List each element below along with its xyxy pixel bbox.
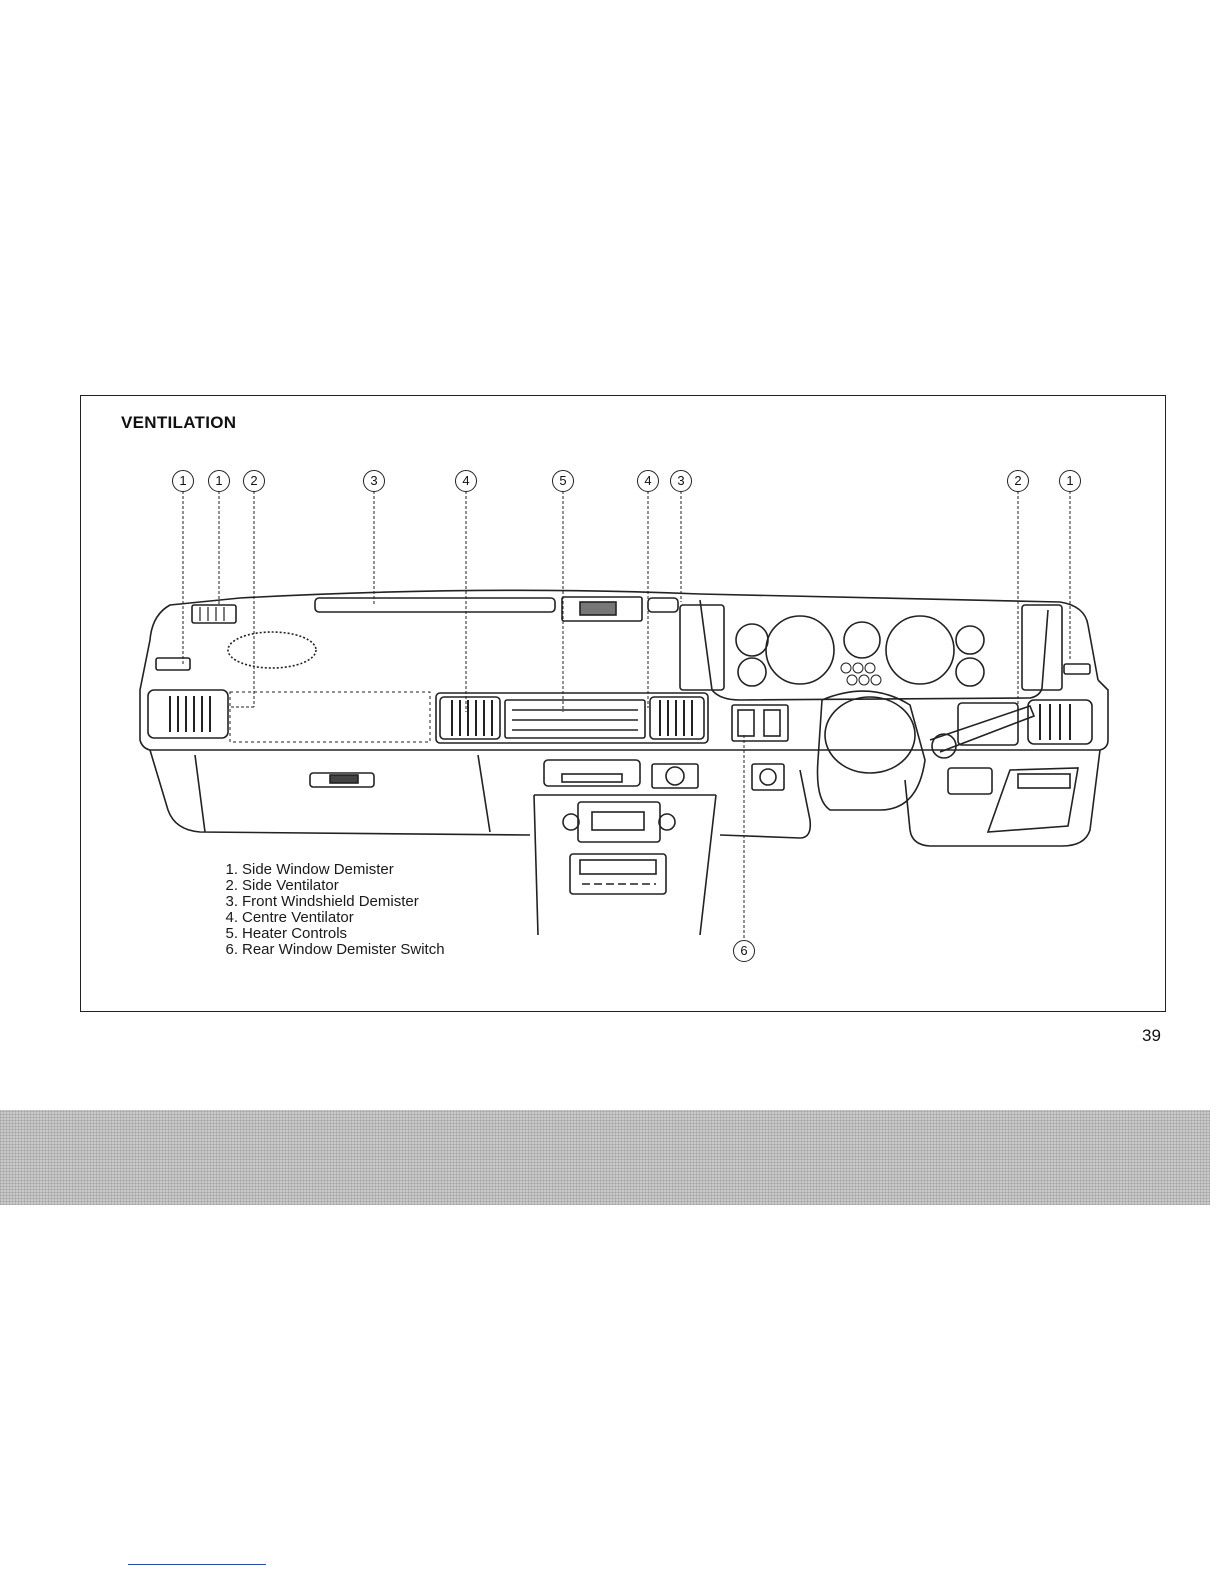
callout-4: 4 [455, 470, 477, 492]
dash-top [150, 590, 1098, 680]
ignition-panel [958, 703, 1018, 745]
side-demister-left-lower [156, 658, 190, 670]
centre-console [534, 795, 716, 935]
scan-artifact-band [0, 1110, 1210, 1205]
callout-6: 6 [733, 940, 755, 962]
parcel-tray-right [988, 768, 1078, 832]
legend-item: 4.Centre Ventilator [214, 910, 445, 926]
hazard-switch [752, 764, 784, 790]
windshield-demister-right [648, 598, 678, 612]
legend-label: Side Window Demister [242, 862, 394, 878]
legend-label: Front Windshield Demister [242, 894, 419, 910]
callout-1: 1 [208, 470, 230, 492]
switch-bank-right [1022, 605, 1062, 690]
legend-item: 2.Side Ventilator [214, 878, 445, 894]
callout-2: 2 [243, 470, 265, 492]
side-demister-right [1064, 664, 1090, 674]
heater-controls [505, 700, 645, 738]
fuse-box-cover [948, 768, 992, 794]
callout-4: 4 [637, 470, 659, 492]
legend-label: Heater Controls [242, 926, 347, 942]
gauge-speedo [766, 616, 834, 684]
dash-lower [150, 750, 530, 835]
legend-item: 1.Side Window Demister [214, 862, 445, 878]
legend-item: 6.Rear Window Demister Switch [214, 942, 445, 958]
callout-1: 1 [1059, 470, 1081, 492]
legend-list: 1.Side Window Demister 2.Side Ventilator… [214, 862, 445, 958]
footer-rule [128, 1564, 266, 1565]
gauge-small-5 [956, 658, 984, 686]
callout-2: 2 [1007, 470, 1029, 492]
side-demister-left-top [192, 605, 236, 623]
page-number: 39 [1142, 1026, 1161, 1046]
radio [578, 802, 660, 842]
callout-3: 3 [670, 470, 692, 492]
speaker-grille [228, 632, 316, 668]
gauge-small-1 [736, 624, 768, 656]
gauge-small-3 [956, 626, 984, 654]
windshield-demister-left [315, 598, 555, 612]
callout-1: 1 [172, 470, 194, 492]
side-ventilator-left [148, 690, 228, 738]
callout-5: 5 [552, 470, 574, 492]
gauge-small-2 [844, 622, 880, 658]
callout-3: 3 [363, 470, 385, 492]
legend-label: Centre Ventilator [242, 910, 354, 926]
legend-label: Side Ventilator [242, 878, 339, 894]
gauge-tacho [886, 616, 954, 684]
legend-label: Rear Window Demister Switch [242, 942, 445, 958]
legend-item: 3.Front Windshield Demister [214, 894, 445, 910]
gauge-small-4 [738, 658, 766, 686]
legend-item: 5.Heater Controls [214, 926, 445, 942]
